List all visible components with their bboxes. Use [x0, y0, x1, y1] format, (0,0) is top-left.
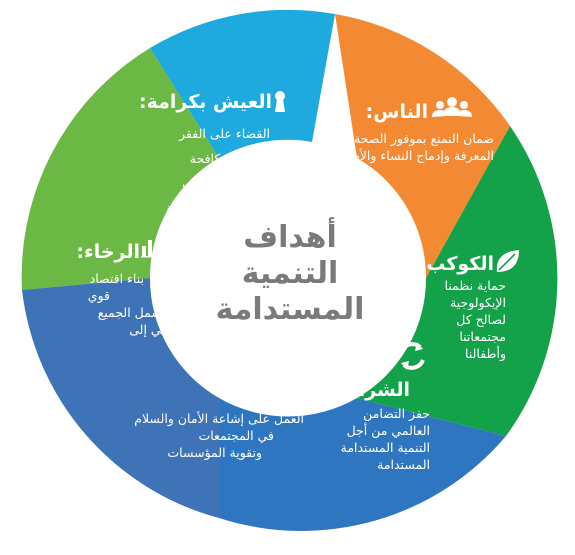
- dignity-line-4: المساواة: [166, 201, 212, 216]
- dignity-line-2: ومكافحة: [189, 151, 234, 166]
- planet-line-2: الإيكولوجية: [450, 295, 506, 310]
- scales-icon: [280, 376, 308, 393]
- planet-title: الكوكب:: [418, 253, 494, 275]
- prosperity-line-4: ويفضي إلى: [129, 322, 188, 337]
- partnership-description: حفز التضامن العالمي من أجل التنمية المست…: [290, 405, 430, 473]
- people-line-1: ضمان التمتع بموفور الصحة وتوفير: [317, 131, 494, 146]
- partnership-line-2: العالمي من أجل: [346, 423, 430, 438]
- dignity-label: العيش بكرامة:: [139, 90, 272, 114]
- segment-people: [335, 14, 510, 278]
- keyhole-icon: [275, 91, 285, 112]
- justice-label: العدل:: [200, 384, 284, 408]
- prosperity-line-2: قوي: [87, 288, 110, 303]
- justice-title: العدل:: [224, 385, 284, 407]
- dignity-title: العيش بكرامة:: [139, 91, 272, 113]
- partnership-line-4: المستدامة: [377, 457, 430, 472]
- segment-dignity: [150, 9, 335, 158]
- cycle-arrows-icon: [399, 342, 425, 370]
- prosperity-title: الرخاء:: [76, 241, 140, 263]
- center-title-line-1: أهداف: [243, 220, 337, 255]
- prosperity-description: بناء اقتصاد قوي يشمل الجميع ويفضي إلى ال…: [70, 270, 206, 355]
- center-hexagon: [150, 158, 426, 398]
- planet-line-3: لصالح كل: [456, 312, 506, 327]
- people-line-2: المعرفة وإدماج النساء والأطفال: [330, 148, 494, 163]
- justice-line-3: وتقوية المؤسسات: [167, 445, 262, 460]
- justice-line-2: في المجتمعات: [198, 428, 274, 443]
- prosperity-line-1: بناء اقتصاد: [89, 271, 144, 286]
- people-label: الناس:: [268, 100, 428, 124]
- dignity-line-3: غياب: [182, 176, 208, 191]
- prosperity-line-5: التحول: [171, 339, 206, 354]
- center-title-line-3: المستدامة: [215, 292, 365, 327]
- people-description: ضمان التمتع بموفور الصحة وتوفير المعرفة …: [262, 130, 494, 164]
- segment-prosperity: [21, 48, 219, 290]
- planet-line-5: وأطفالنا: [465, 346, 506, 361]
- partnership-label: الشراكة:: [320, 378, 410, 402]
- center-title-line-2: التنمية: [241, 256, 339, 291]
- planet-description: حماية نظمنا الإيكولوجية لصالح كل مجتمعات…: [420, 277, 506, 362]
- segment-justice: [22, 278, 219, 518]
- prosperity-line-3: يشمل الجميع: [97, 305, 166, 320]
- planet-line-4: مجتمعاتنا: [459, 329, 506, 344]
- leaf-icon: [496, 250, 519, 272]
- segment-planet: [357, 126, 558, 436]
- people-title: الناس:: [365, 101, 428, 123]
- justice-line-1: العمل على إشاعة الأمان والسلام: [134, 411, 304, 426]
- people-icon: [432, 97, 472, 117]
- partnership-title: الشراكة:: [328, 379, 410, 401]
- dignity-line-1: القضاء على الفقر: [179, 126, 270, 141]
- partnership-line-1: حفز التضامن: [363, 406, 430, 421]
- segment-partnership: [219, 398, 506, 531]
- planet-label: الكوكب:: [404, 252, 494, 276]
- justice-description: العمل على إشاعة الأمان والسلام في المجتم…: [88, 410, 304, 461]
- dignity-description: القضاء على الفقر ومكافحة غياب المساواة: [150, 121, 270, 221]
- center-title: أهداف التنمية المستدامة: [205, 220, 375, 328]
- bar-chart-icon: [141, 240, 159, 258]
- planet-line-1: حماية نظمنا: [444, 278, 506, 293]
- prosperity-label: الرخاء:: [60, 240, 140, 264]
- partnership-line-3: التنمية المستدامة: [340, 440, 430, 455]
